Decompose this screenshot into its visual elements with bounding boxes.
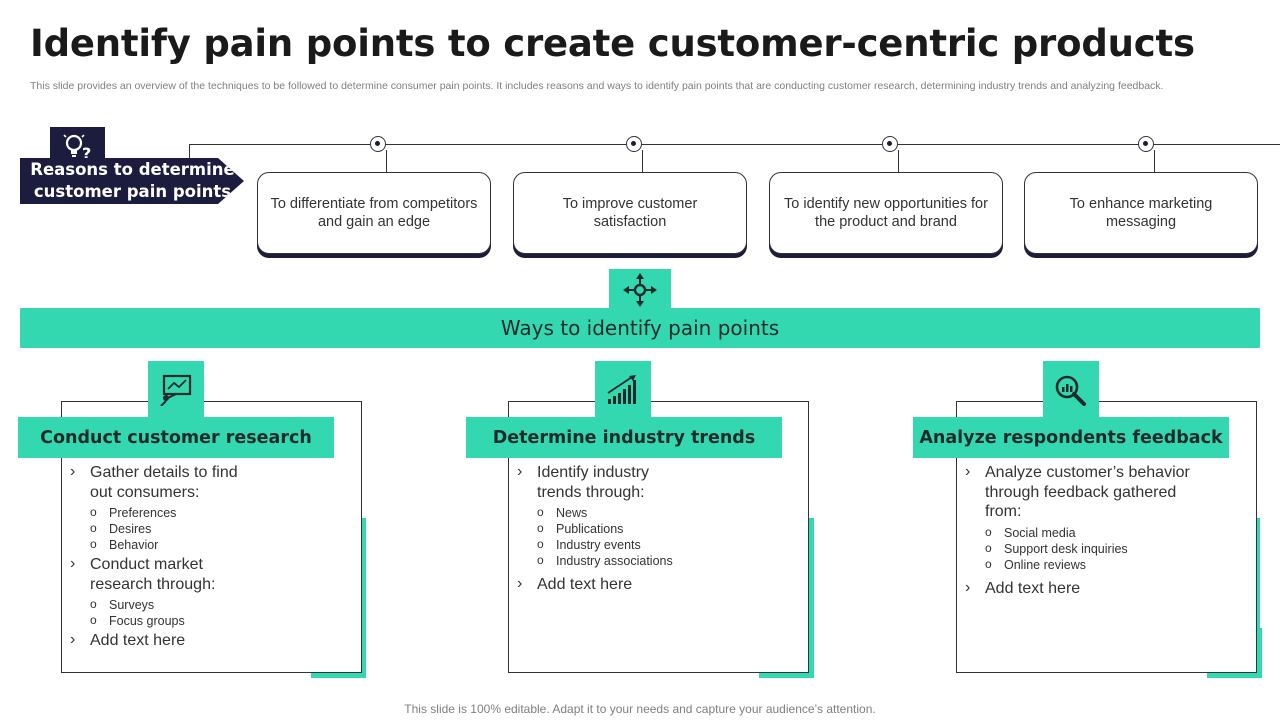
magnifier-chart-icon xyxy=(1055,375,1086,406)
sub-list: Preferences Desires Behavior xyxy=(62,504,352,553)
column-accent xyxy=(361,518,366,678)
timeline-node-stem xyxy=(386,150,387,172)
footer-note: This slide is 100% editable. Adapt it to… xyxy=(404,702,876,716)
page-subtitle: This slide provides an overview of the t… xyxy=(30,80,1164,92)
column-title: Conduct customer research xyxy=(40,427,312,448)
reason-card-3: To identify new opportunities for the pr… xyxy=(769,172,1003,254)
timeline-connector xyxy=(189,144,1280,145)
lightbulb-question-icon: ? xyxy=(62,134,91,160)
column-icon-box xyxy=(1043,361,1099,419)
column-title: Analyze respondents feedback xyxy=(919,427,1223,448)
sub-item: Support desk inquiries xyxy=(957,540,1247,557)
column-content-trends: Identify industry trends through: News P… xyxy=(509,462,799,598)
sub-list: News Publications Industry events Indust… xyxy=(509,504,799,569)
page-title: Identify pain points to create customer-… xyxy=(30,22,1195,65)
timeline-node xyxy=(1138,136,1154,152)
reasons-label: Reasons to determine customer pain point… xyxy=(30,160,235,201)
column-header-research: Conduct customer research xyxy=(18,417,334,458)
sub-item: Industry events xyxy=(509,536,799,553)
sub-item: Social media xyxy=(957,524,1247,541)
column-content-research: Gather details to find out consumers: Pr… xyxy=(62,462,352,654)
ways-title: Ways to identify pain points xyxy=(500,316,780,340)
ways-banner: Ways to identify pain points xyxy=(20,308,1260,348)
timeline-node xyxy=(370,136,386,152)
rising-bars-icon xyxy=(607,375,636,404)
bullet-item: Analyze customer’s behavior through feed… xyxy=(957,462,1197,522)
reason-text: To improve customer satisfaction xyxy=(562,196,698,230)
sub-list: Surveys Focus groups xyxy=(62,596,352,629)
reason-text: To enhance marketing messaging xyxy=(1069,196,1213,230)
column-header-trends: Determine industry trends xyxy=(466,417,782,458)
sub-item: Online reviews xyxy=(957,556,1247,573)
timeline-node xyxy=(626,136,642,152)
bullet-item: Conduct market research through: xyxy=(62,554,232,594)
sub-item: Industry associations xyxy=(509,552,799,569)
bullet-item: Add text here xyxy=(509,574,799,595)
sub-item: Desires xyxy=(62,520,352,537)
column-icon-box xyxy=(148,361,204,419)
column-icon-box xyxy=(595,361,651,419)
presentation-board-icon xyxy=(160,374,192,406)
reason-card-2: To improve customer satisfaction xyxy=(513,172,747,254)
timeline-connector-stub xyxy=(189,144,190,158)
column-header-feedback: Analyze respondents feedback xyxy=(913,417,1229,458)
ways-icon-box xyxy=(609,269,671,311)
timeline-node xyxy=(882,136,898,152)
sub-item: Publications xyxy=(509,520,799,537)
bullet-item: Identify industry trends through: xyxy=(509,462,679,502)
sub-item: Focus groups xyxy=(62,612,352,629)
reasons-label-arrow: Reasons to determine customer pain point… xyxy=(20,158,244,204)
column-content-feedback: Analyze customer’s behavior through feed… xyxy=(957,462,1247,601)
timeline-node-stem xyxy=(1154,150,1155,172)
sub-item: Preferences xyxy=(62,504,352,521)
sub-item: News xyxy=(509,504,799,521)
reason-text: To differentiate from competitors and ga… xyxy=(270,196,478,230)
reason-text: To identify new opportunities for the pr… xyxy=(784,196,988,230)
bullet-item: Add text here xyxy=(62,630,352,651)
bullet-item: Gather details to find out consumers: xyxy=(62,462,262,502)
reason-card-1: To differentiate from competitors and ga… xyxy=(257,172,491,254)
sub-item: Behavior xyxy=(62,536,352,553)
sub-item: Surveys xyxy=(62,596,352,613)
timeline-node-stem xyxy=(642,150,643,172)
svg-text:?: ? xyxy=(82,144,91,160)
column-accent xyxy=(1255,518,1260,678)
column-accent xyxy=(809,518,814,678)
timeline-node-stem xyxy=(898,150,899,172)
bullet-item: Add text here xyxy=(957,578,1247,599)
column-title: Determine industry trends xyxy=(492,427,756,448)
sub-list: Social media Support desk inquiries Onli… xyxy=(957,524,1247,573)
reason-card-4: To enhance marketing messaging xyxy=(1024,172,1258,254)
compass-arrows-icon xyxy=(623,273,657,307)
